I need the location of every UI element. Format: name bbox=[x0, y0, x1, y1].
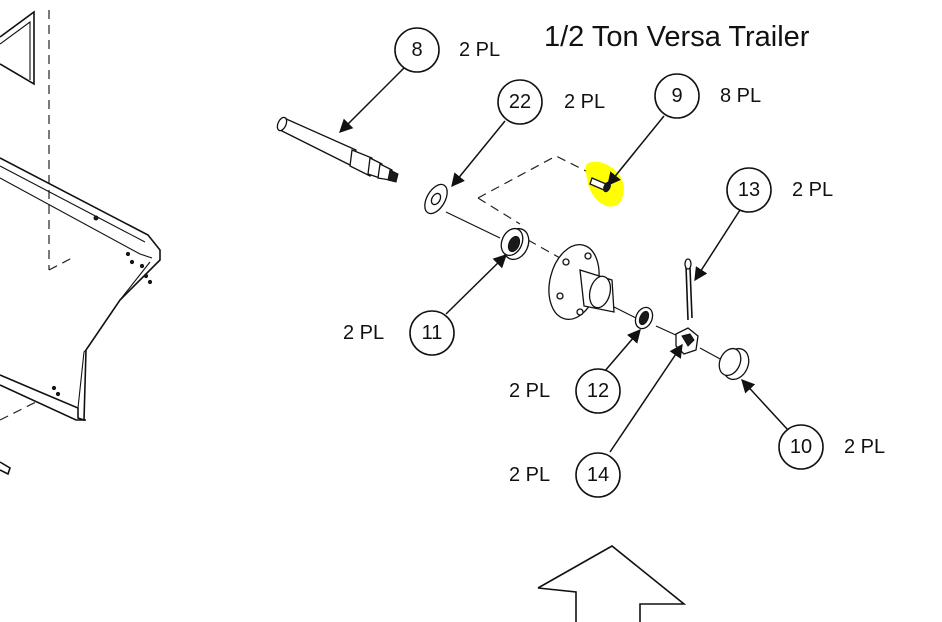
dust-cap-part bbox=[718, 347, 750, 381]
callout-12: 12 2 PL bbox=[509, 368, 621, 414]
svg-text:2 PL: 2 PL bbox=[564, 91, 605, 113]
wheel-hub bbox=[548, 244, 615, 320]
svg-text:8 PL: 8 PL bbox=[720, 85, 761, 107]
svg-text:2 PL: 2 PL bbox=[792, 179, 833, 201]
svg-text:9: 9 bbox=[671, 85, 682, 107]
callout-14: 14 2 PL bbox=[509, 452, 621, 498]
callout-8: 8 2 PL bbox=[394, 27, 500, 73]
svg-text:10: 10 bbox=[790, 436, 812, 458]
direction-arrow bbox=[537, 545, 687, 622]
callout-22: 22 2 PL bbox=[497, 79, 605, 125]
svg-text:2 PL: 2 PL bbox=[509, 464, 550, 486]
svg-text:14: 14 bbox=[587, 464, 609, 486]
svg-text:8: 8 bbox=[411, 39, 422, 61]
svg-text:11: 11 bbox=[422, 322, 443, 344]
svg-text:2 PL: 2 PL bbox=[343, 322, 384, 344]
svg-text:22: 22 bbox=[509, 91, 531, 113]
callout-13: 13 2 PL bbox=[726, 167, 833, 213]
inner-bearing-part bbox=[500, 227, 530, 261]
cotter-pin-part bbox=[684, 258, 693, 321]
washer-part bbox=[424, 183, 448, 215]
callout-11: 11 2 PL bbox=[343, 310, 455, 356]
svg-text:13: 13 bbox=[738, 179, 760, 201]
lug-bolt-part bbox=[585, 161, 624, 207]
diagram-title: 1/2 Ton Versa Trailer bbox=[544, 21, 810, 53]
assembly-centerline bbox=[445, 155, 723, 361]
callout-9: 9 8 PL bbox=[654, 73, 761, 119]
spindle-axle-part bbox=[276, 116, 399, 183]
trailer-frame bbox=[0, 10, 161, 476]
outer-bearing-part bbox=[634, 306, 654, 330]
leader-lines bbox=[339, 67, 789, 453]
svg-text:2 PL: 2 PL bbox=[509, 380, 550, 402]
svg-text:12: 12 bbox=[587, 380, 609, 402]
callout-10: 10 2 PL bbox=[778, 424, 885, 470]
svg-text:2 PL: 2 PL bbox=[459, 39, 500, 61]
svg-text:2 PL: 2 PL bbox=[844, 436, 885, 458]
